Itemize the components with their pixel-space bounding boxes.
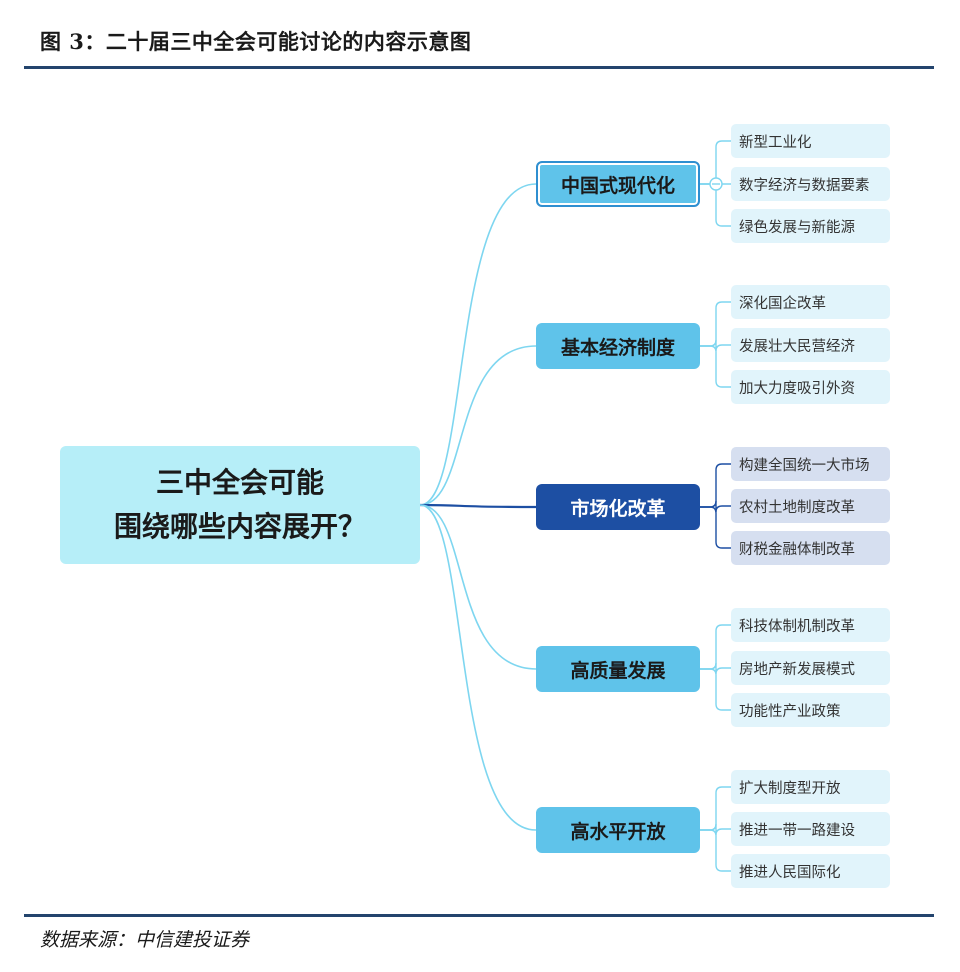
leaf-rmb-internationalization[interactable]: 推进人民国际化	[731, 854, 890, 888]
branch-label: 中国式现代化	[560, 174, 675, 197]
leaf-connector	[700, 463, 731, 508]
leaf-connector	[700, 624, 731, 670]
leaf-label: 功能性产业政策	[739, 703, 841, 720]
leaf-soe-reform[interactable]: 深化国企改革	[731, 285, 890, 319]
leaf-connector	[700, 506, 731, 549]
central-topic-line1: 三中全会可能	[155, 466, 324, 499]
branch-connector	[419, 504, 537, 670]
leaf-label: 科技体制机制改革	[739, 618, 855, 635]
branch-connector	[419, 503, 537, 509]
leaf-institutional-opening[interactable]: 扩大制度型开放	[731, 770, 890, 804]
leaf-label: 绿色发展与新能源	[739, 219, 855, 236]
leaf-connector	[700, 829, 731, 872]
branch-label: 基本经济制度	[560, 336, 675, 359]
leaf-fiscal-finance-reform[interactable]: 财税金融体制改革	[731, 531, 890, 565]
leaf-label: 财税金融体制改革	[739, 541, 855, 558]
leaf-label: 加大力度吸引外资	[739, 380, 855, 397]
leaf-real-estate-model[interactable]: 房地产新发展模式	[731, 651, 890, 685]
leaf-connector	[700, 786, 731, 831]
leaf-digital-economy[interactable]: 数字经济与数据要素	[731, 167, 890, 201]
central-topic[interactable]: 三中全会可能 围绕哪些内容展开？	[60, 446, 420, 564]
leaf-label: 扩大制度型开放	[739, 780, 841, 797]
leaf-connector	[700, 668, 731, 711]
leaf-foreign-investment[interactable]: 加大力度吸引外资	[731, 370, 890, 404]
leaf-label: 推进一带一路建设	[739, 822, 855, 839]
central-topic-line2: 围绕哪些内容展开？	[113, 510, 366, 543]
branch-chinese-modernization[interactable]: 中国式现代化	[536, 161, 700, 207]
branch-label: 高质量发展	[570, 659, 666, 682]
bottom-rule	[24, 914, 934, 917]
leaf-new-industrialization[interactable]: 新型工业化	[731, 124, 890, 158]
branch-connector	[419, 504, 537, 831]
top-rule	[24, 66, 934, 69]
leaf-private-economy[interactable]: 发展壮大民营经济	[731, 328, 890, 362]
branch-connector	[419, 183, 537, 506]
branch-label: 高水平开放	[570, 820, 666, 843]
branch-basic-economic-system[interactable]: 基本经济制度	[536, 323, 700, 369]
branch-label: 市场化改革	[570, 497, 666, 520]
data-source: 数据来源：中信建投证券	[40, 929, 250, 951]
leaf-connector	[700, 301, 731, 347]
leaf-label: 构建全国统一大市场	[739, 457, 870, 474]
branch-high-quality-development[interactable]: 高质量发展	[536, 646, 700, 692]
leaf-label: 农村土地制度改革	[739, 499, 855, 516]
leaf-connector	[700, 345, 731, 388]
leaf-label: 深化国企改革	[739, 295, 826, 312]
leaf-label: 发展壮大民营经济	[739, 338, 855, 355]
leaf-tech-system-reform[interactable]: 科技体制机制改革	[731, 608, 890, 642]
figure-title: 图 3：二十届三中全会可能讨论的内容示意图	[40, 29, 472, 54]
leaf-belt-and-road[interactable]: 推进一带一路建设	[731, 812, 890, 846]
branch-market-reform[interactable]: 市场化改革	[536, 484, 700, 530]
branch-high-level-opening[interactable]: 高水平开放	[536, 807, 700, 853]
leaf-label: 新型工业化	[739, 134, 812, 151]
branch-connectors	[419, 183, 537, 831]
leaf-rural-land-reform[interactable]: 农村土地制度改革	[731, 489, 890, 523]
branch-connector	[419, 345, 537, 506]
leaf-label: 房地产新发展模式	[739, 661, 855, 678]
leaf-connectors	[700, 140, 731, 872]
leaf-green-development[interactable]: 绿色发展与新能源	[731, 209, 890, 243]
leaf-industrial-policy[interactable]: 功能性产业政策	[731, 693, 890, 727]
leaf-label: 数字经济与数据要素	[739, 177, 870, 194]
leaf-unified-market[interactable]: 构建全国统一大市场	[731, 447, 890, 481]
leaf-label: 推进人民国际化	[739, 864, 841, 881]
